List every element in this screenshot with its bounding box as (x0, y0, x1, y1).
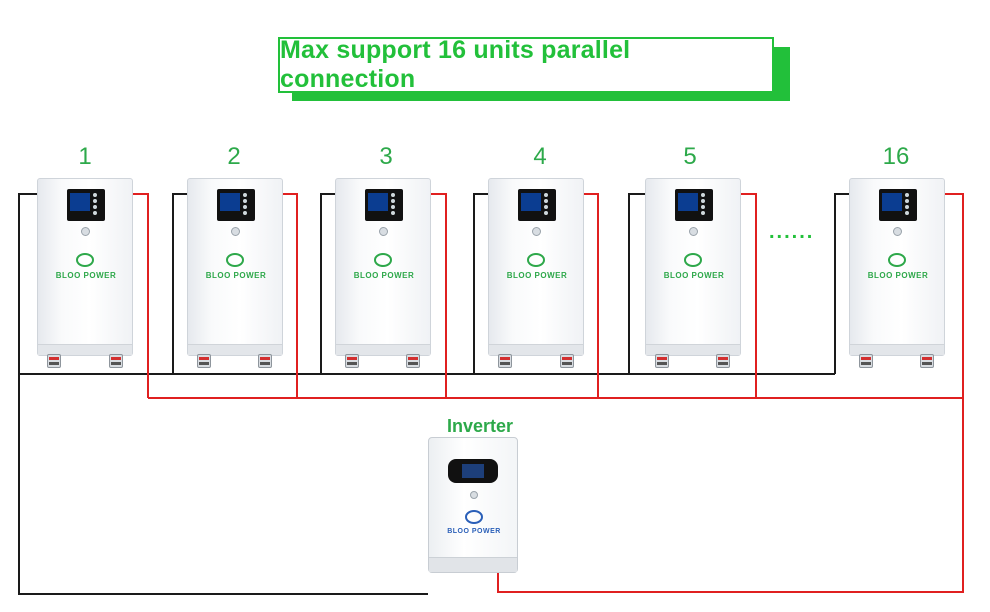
brand-logo-icon (226, 253, 244, 267)
battery-brand-label: BLOO POWER (55, 271, 117, 280)
battery-brand-label: BLOO POWER (506, 271, 568, 280)
negative-terminal-icon (498, 354, 512, 368)
positive-terminal-icon (560, 354, 574, 368)
battery-brand-label: BLOO POWER (205, 271, 267, 280)
positive-wire-bus (133, 193, 964, 593)
brand-logo-icon (527, 253, 545, 267)
power-button-icon (893, 227, 902, 236)
power-button-icon (532, 227, 541, 236)
inverter-unit: BLOO POWER (428, 437, 518, 573)
negative-terminal-icon (345, 354, 359, 368)
power-button-icon (231, 227, 240, 236)
title-banner: Max support 16 units parallel connection (278, 36, 774, 93)
unit-label-1: 1 (78, 143, 92, 170)
brand-logo-icon (76, 253, 94, 267)
unit-label-3: 3 (379, 143, 393, 170)
power-button-icon (689, 227, 698, 236)
battery-unit-3: BLOO POWER (335, 178, 431, 356)
positive-terminal-icon (716, 354, 730, 368)
unit-label-4: 4 (533, 143, 547, 170)
battery-display (518, 189, 556, 221)
battery-unit-1: BLOO POWER (37, 178, 133, 356)
battery-brand-label: BLOO POWER (867, 271, 929, 280)
inverter-label: Inverter (446, 416, 514, 436)
positive-terminal-icon (406, 354, 420, 368)
negative-terminal-icon (859, 354, 873, 368)
battery-display (217, 189, 255, 221)
power-button-icon (470, 491, 478, 499)
positive-terminal-icon (920, 354, 934, 368)
battery-display (879, 189, 917, 221)
unit-label-5: 5 (683, 143, 697, 170)
more-units-ellipsis: ...... (769, 221, 815, 243)
unit-label-2: 2 (227, 143, 241, 170)
battery-unit-4: BLOO POWER (488, 178, 584, 356)
negative-terminal-icon (655, 354, 669, 368)
battery-display (67, 189, 105, 221)
page-title: Max support 16 units parallel connection (280, 36, 631, 93)
inverter-display (448, 459, 498, 483)
negative-wire-bus (18, 193, 849, 595)
positive-terminal-icon (258, 354, 272, 368)
brand-logo-icon (684, 253, 702, 267)
negative-terminal-icon (47, 354, 61, 368)
brand-logo-icon (888, 253, 906, 267)
inverter-brand-label: BLOO POWER (447, 528, 501, 535)
positive-terminal-icon (109, 354, 123, 368)
battery-brand-label: BLOO POWER (663, 271, 725, 280)
battery-brand-label: BLOO POWER (353, 271, 415, 280)
battery-display (365, 189, 403, 221)
power-button-icon (81, 227, 90, 236)
unit-label-16: 16 (882, 143, 910, 170)
battery-unit-16: BLOO POWER (849, 178, 945, 356)
brand-logo-icon (374, 253, 392, 267)
battery-display (675, 189, 713, 221)
negative-terminal-icon (197, 354, 211, 368)
power-button-icon (379, 227, 388, 236)
battery-unit-5: BLOO POWER (645, 178, 741, 356)
battery-unit-2: BLOO POWER (187, 178, 283, 356)
brand-logo-icon (465, 510, 483, 524)
